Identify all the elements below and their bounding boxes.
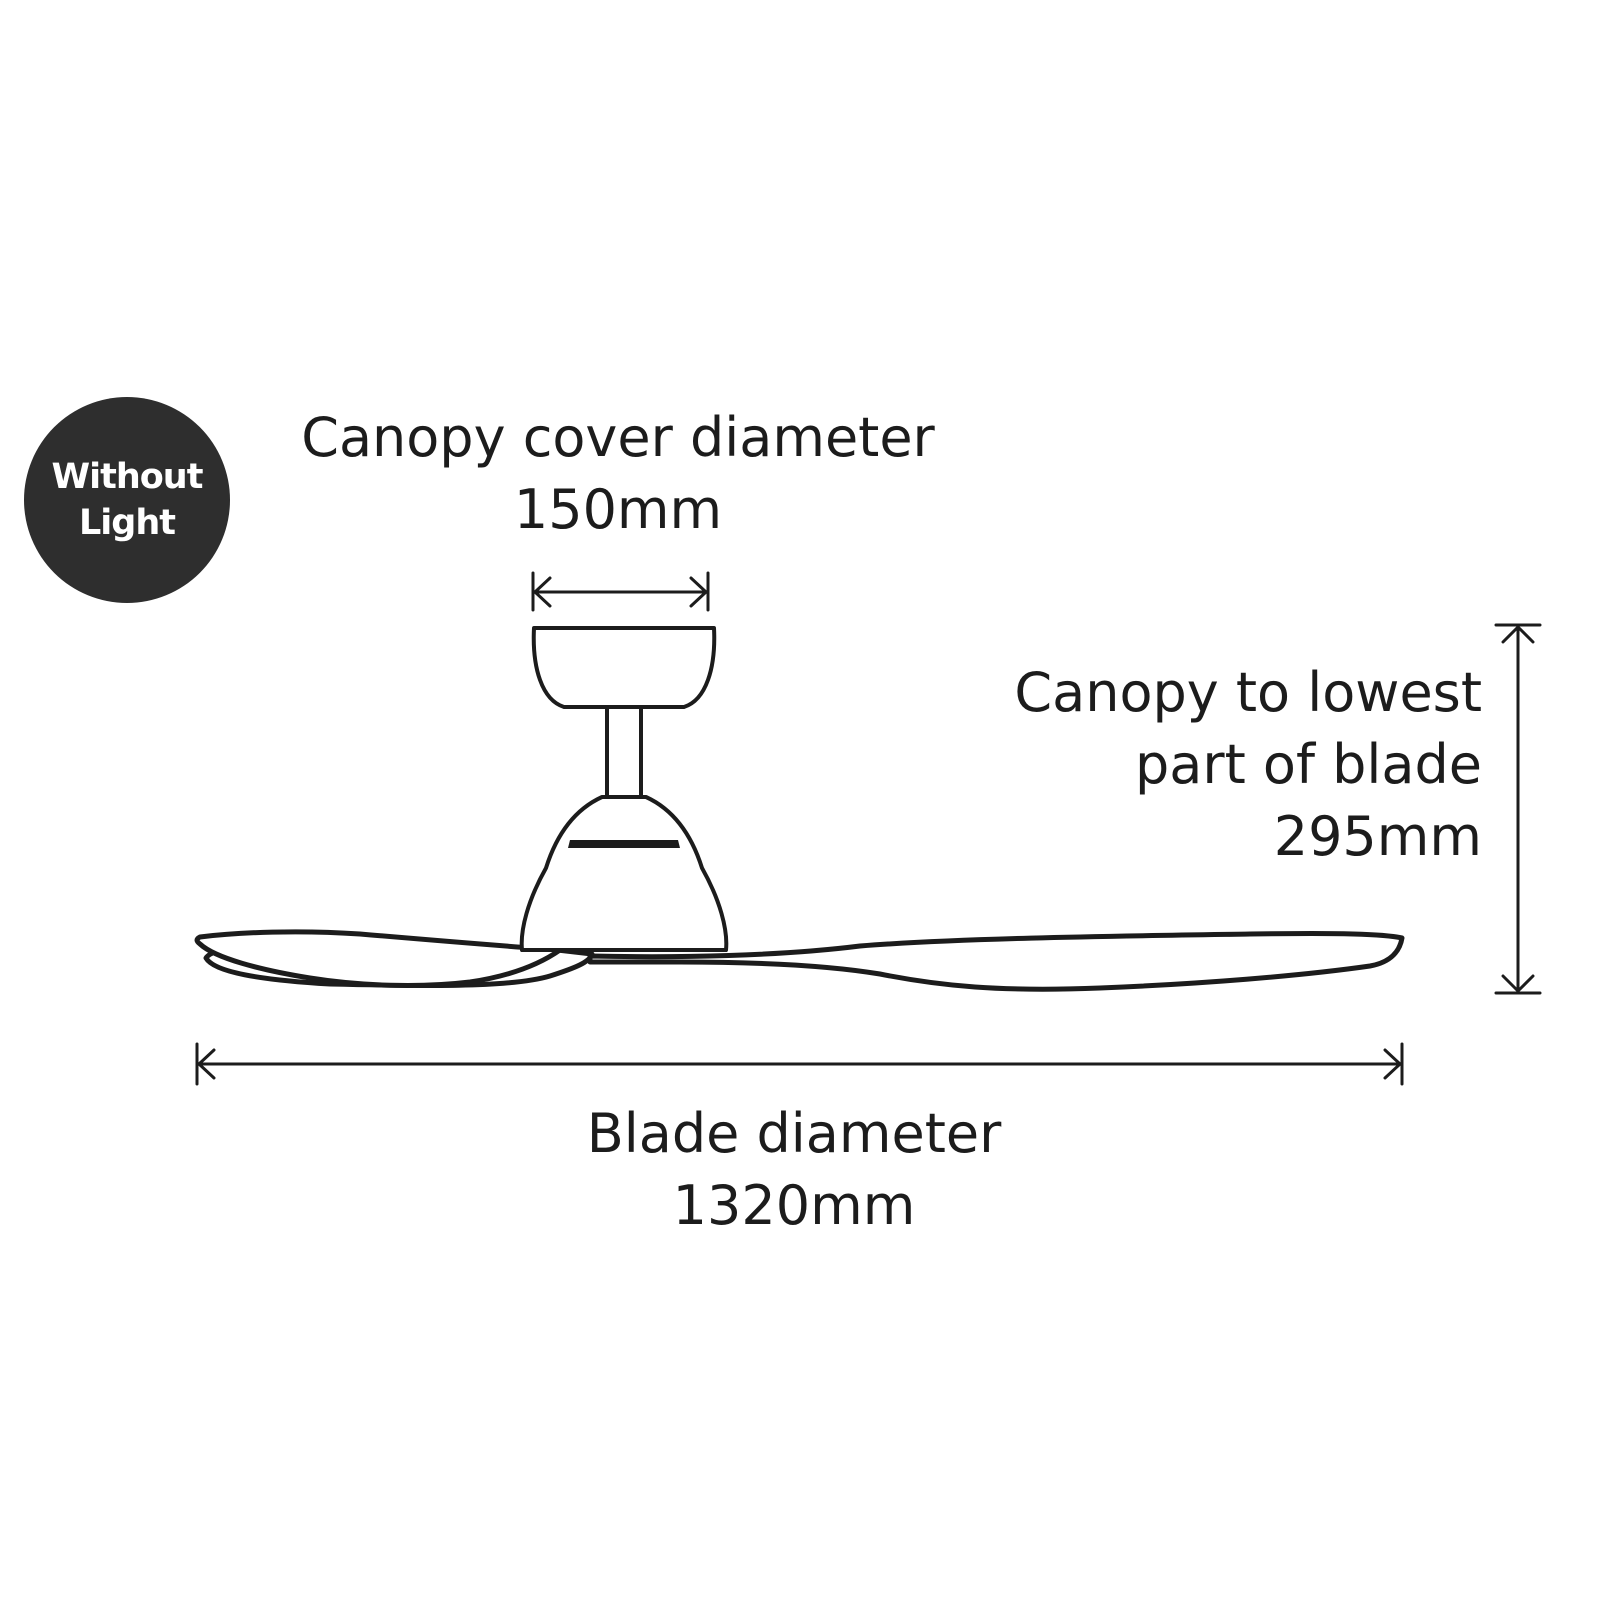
- right-blade: [587, 930, 1405, 992]
- canopy-cover-dimension-arrow: [531, 571, 710, 612]
- downrod: [605, 705, 643, 800]
- canopy-to-blade-dimension-arrow: [1494, 623, 1542, 995]
- canopy-cover-value: 150mm: [513, 478, 723, 541]
- blade-diameter-dimension-arrow: [195, 1042, 1404, 1086]
- blade-diameter-title: Blade diameter: [586, 1102, 1002, 1165]
- badge-line-2: Light: [78, 503, 176, 543]
- canopy-to-blade-line-2: part of blade: [1135, 733, 1482, 796]
- canopy-to-blade-value: 295mm: [1273, 805, 1482, 868]
- canopy-cover-title: Canopy cover diameter: [301, 406, 935, 469]
- motor-housing: [519, 795, 729, 952]
- canopy-cover: [531, 626, 717, 709]
- without-light-badge: Without Light: [24, 397, 230, 603]
- blade-diameter-value: 1320mm: [672, 1174, 916, 1237]
- badge-line-1: Without: [51, 457, 204, 497]
- motor-band: [568, 840, 680, 848]
- left-upper-blade: [194, 929, 563, 988]
- canopy-to-blade-line-1: Canopy to lowest: [1014, 661, 1482, 724]
